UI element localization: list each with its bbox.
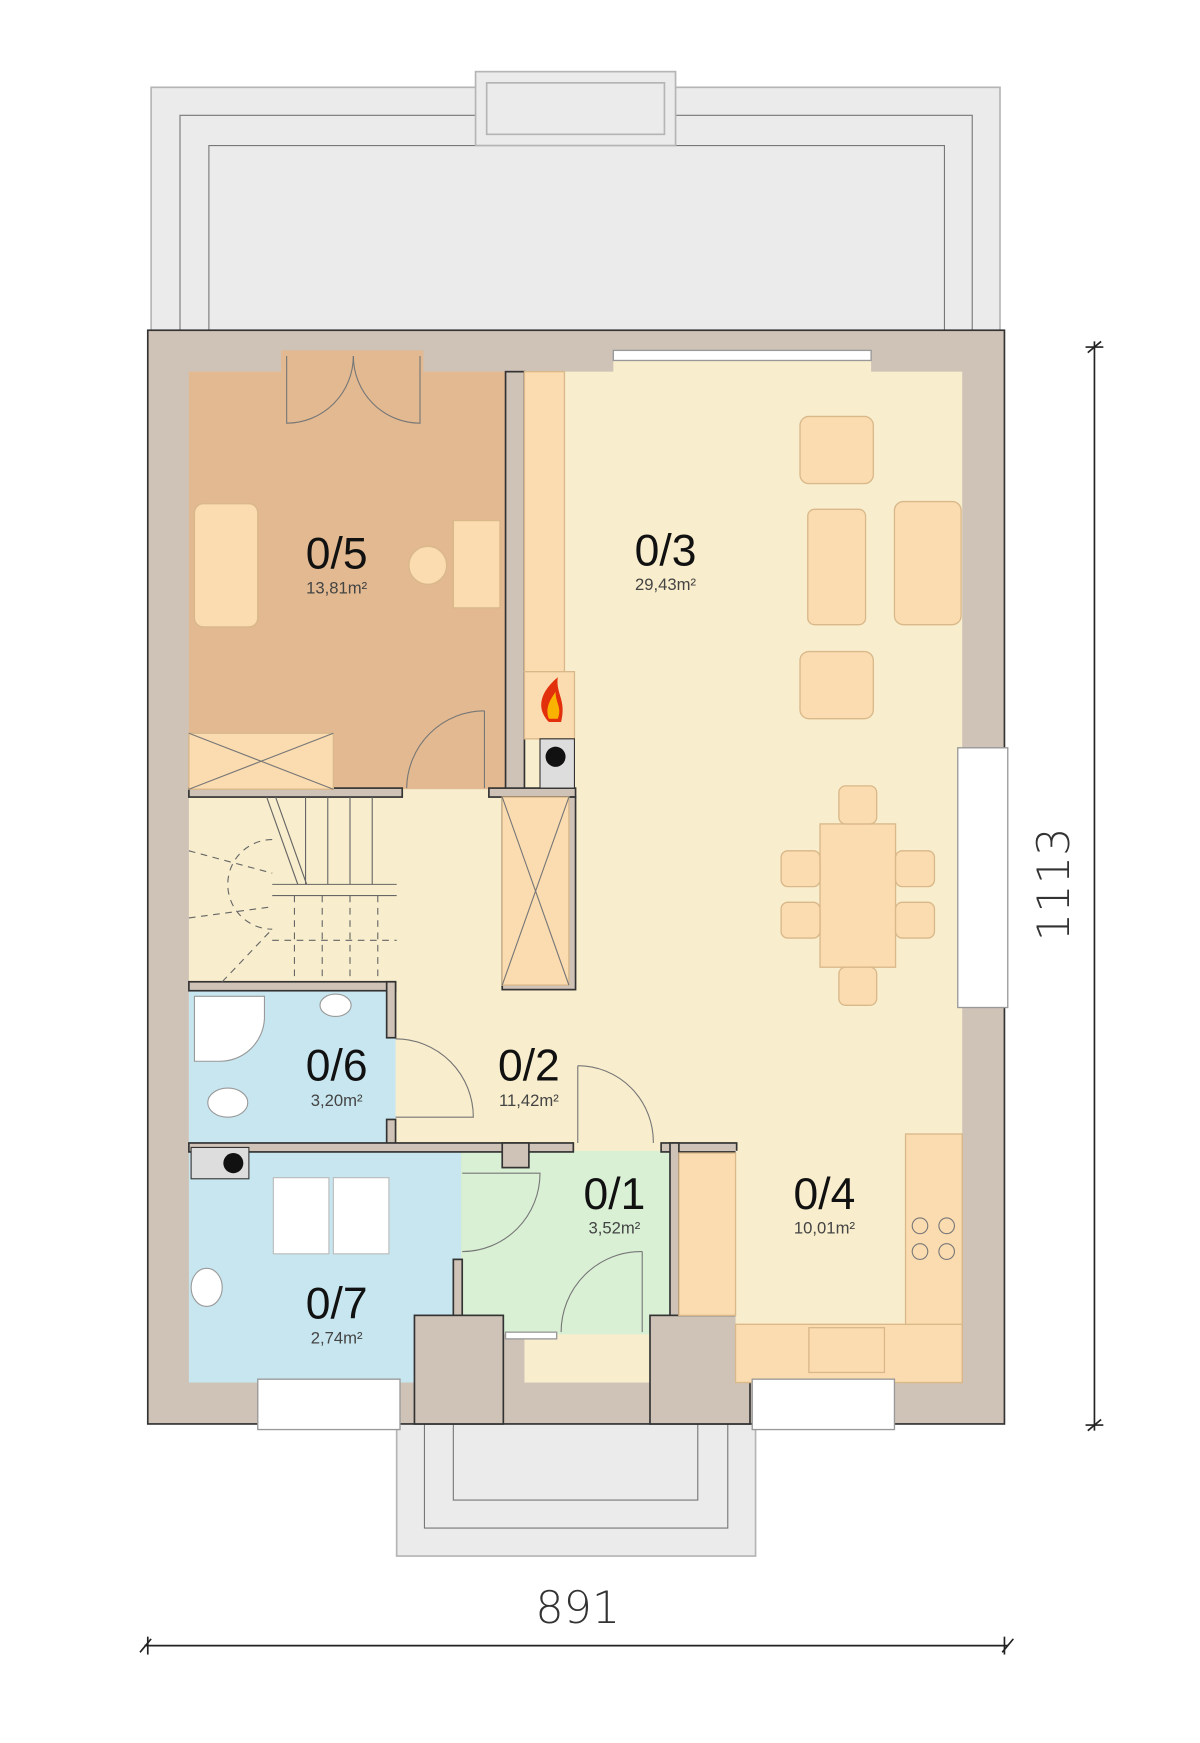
height-dimension-label: 1113: [1028, 827, 1080, 941]
room-area: 13,81m²: [306, 578, 368, 597]
room-area: 11,42m²: [499, 1091, 559, 1110]
width-dimension-label: 891: [535, 1582, 620, 1634]
room-number: 0/6: [306, 1041, 368, 1090]
room-number: 0/7: [306, 1280, 368, 1329]
room-area: 29,43m²: [635, 575, 697, 594]
doors[interactable]: [286, 355, 654, 1333]
room-number: 0/1: [584, 1170, 646, 1219]
room-labels: 0/5 13,81m² 0/3 29,43m² 0/2 11,42m² 0/6 …: [306, 526, 856, 1347]
staircase[interactable]: [188, 796, 397, 983]
height-dimension: [1085, 340, 1104, 1432]
room-area: 3,20m²: [311, 1091, 363, 1110]
room-area: 10,01m²: [794, 1219, 856, 1238]
room-number: 0/4: [794, 1170, 856, 1219]
room-number: 0/3: [635, 526, 697, 575]
room-area: 3,52m²: [589, 1219, 641, 1238]
room-number: 0/2: [498, 1041, 560, 1090]
furniture: [188, 370, 963, 1384]
room-area: 2,74m²: [311, 1328, 363, 1347]
room-number: 0/5: [306, 530, 368, 579]
windows: [257, 349, 1009, 1431]
width-dimension: [139, 1636, 1014, 1655]
top-terrace: [150, 70, 1001, 335]
